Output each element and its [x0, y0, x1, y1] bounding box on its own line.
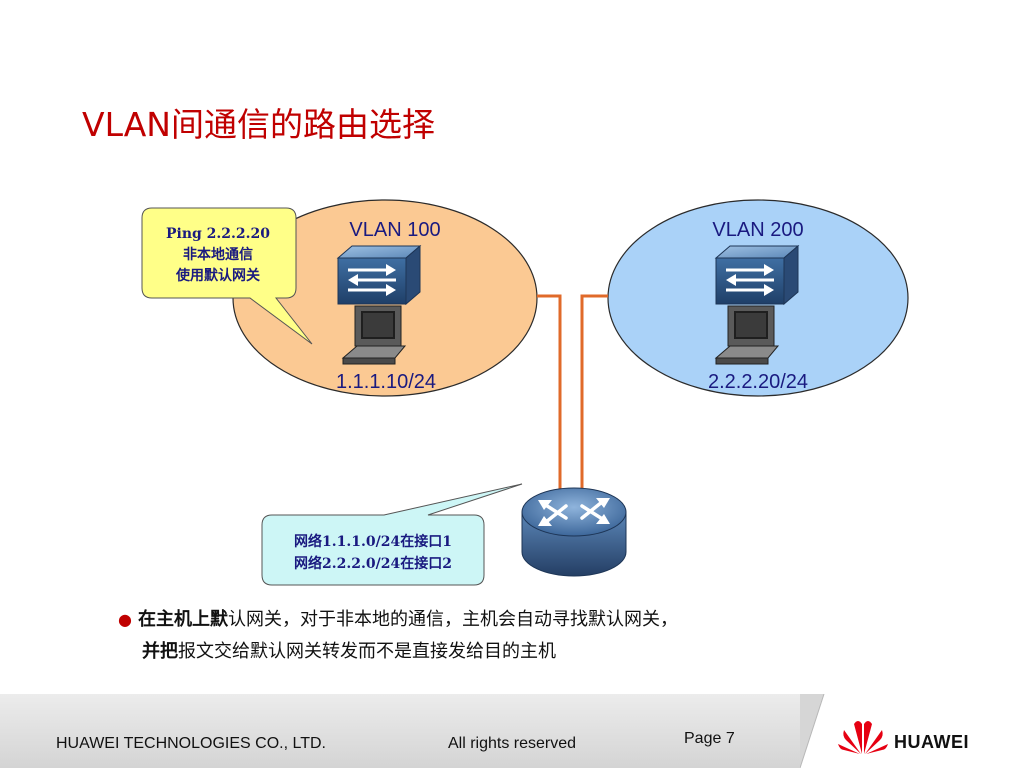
bullet-line-1: ● 在主机上默认网关，对于非本地的通信，主机会自动寻找默认网关， — [118, 604, 938, 636]
bullet-line-2: 并把报文交给默认网关转发而不是直接发给目的主机 — [118, 636, 938, 668]
link-vlan-100 — [537, 294, 562, 490]
link-vlan-200 — [580, 294, 608, 490]
router-callout-text: 网络1.1.1.0/24在接口1 网络2.2.2.0/24在接口2 — [266, 531, 480, 575]
bullet-bold-1: 在主机上默 — [137, 609, 228, 630]
router-icon — [521, 487, 627, 577]
switch-icon — [714, 244, 800, 306]
logo-separator — [800, 694, 825, 768]
bullet-text-2: 报文交给默认网关转发而不是直接发给目的主机 — [178, 641, 556, 662]
router-callout-line: 网络1.1.1.0/24在接口1 — [294, 534, 452, 550]
host-callout-line: 非本地通信 — [183, 247, 253, 263]
vlan-200-label: VLAN 200 — [712, 219, 803, 241]
switch-icon — [336, 244, 422, 306]
huawei-logo-icon — [838, 721, 888, 754]
bullet-dot-icon: ● — [118, 610, 132, 629]
bullet-paragraph: ● 在主机上默认网关，对于非本地的通信，主机会自动寻找默认网关， 并把报文交给默认… — [118, 604, 938, 668]
huawei-logo-text: HUAWEI — [894, 732, 969, 752]
host-callout-line: 使用默认网关 — [176, 268, 260, 284]
router-links — [537, 294, 608, 490]
footer-rights: All rights reserved — [448, 735, 577, 752]
slide-title: VLAN间通信的路由选择 — [82, 105, 435, 144]
router-callout-bubble — [261, 483, 523, 586]
bullet-text-1: 认网关，对于非本地的通信，主机会自动寻找默认网关， — [227, 609, 678, 630]
computer-icon — [714, 305, 780, 365]
host-callout-line: Ping 2.2.2.20 — [165, 226, 270, 242]
logo-area — [800, 694, 1024, 768]
vlan-200-ip: 2.2.2.20/24 — [708, 371, 808, 393]
vlan-100-ip: 1.1.1.10/24 — [336, 371, 436, 393]
computer-icon — [341, 305, 407, 365]
page-number: Page 7 — [684, 730, 735, 747]
vlan-100-label: VLAN 100 — [349, 219, 440, 241]
bullet-bold-2: 并把 — [142, 641, 178, 662]
host-callout-bubble — [141, 207, 313, 345]
footer-company: HUAWEI TECHNOLOGIES CO., LTD. — [56, 735, 326, 752]
router-callout-line: 网络2.2.2.0/24在接口2 — [294, 556, 452, 572]
host-callout-text: Ping 2.2.2.20 非本地通信 使用默认网关 — [142, 224, 294, 287]
network-diagram: VLAN 100 VLAN 200 — [141, 199, 909, 586]
